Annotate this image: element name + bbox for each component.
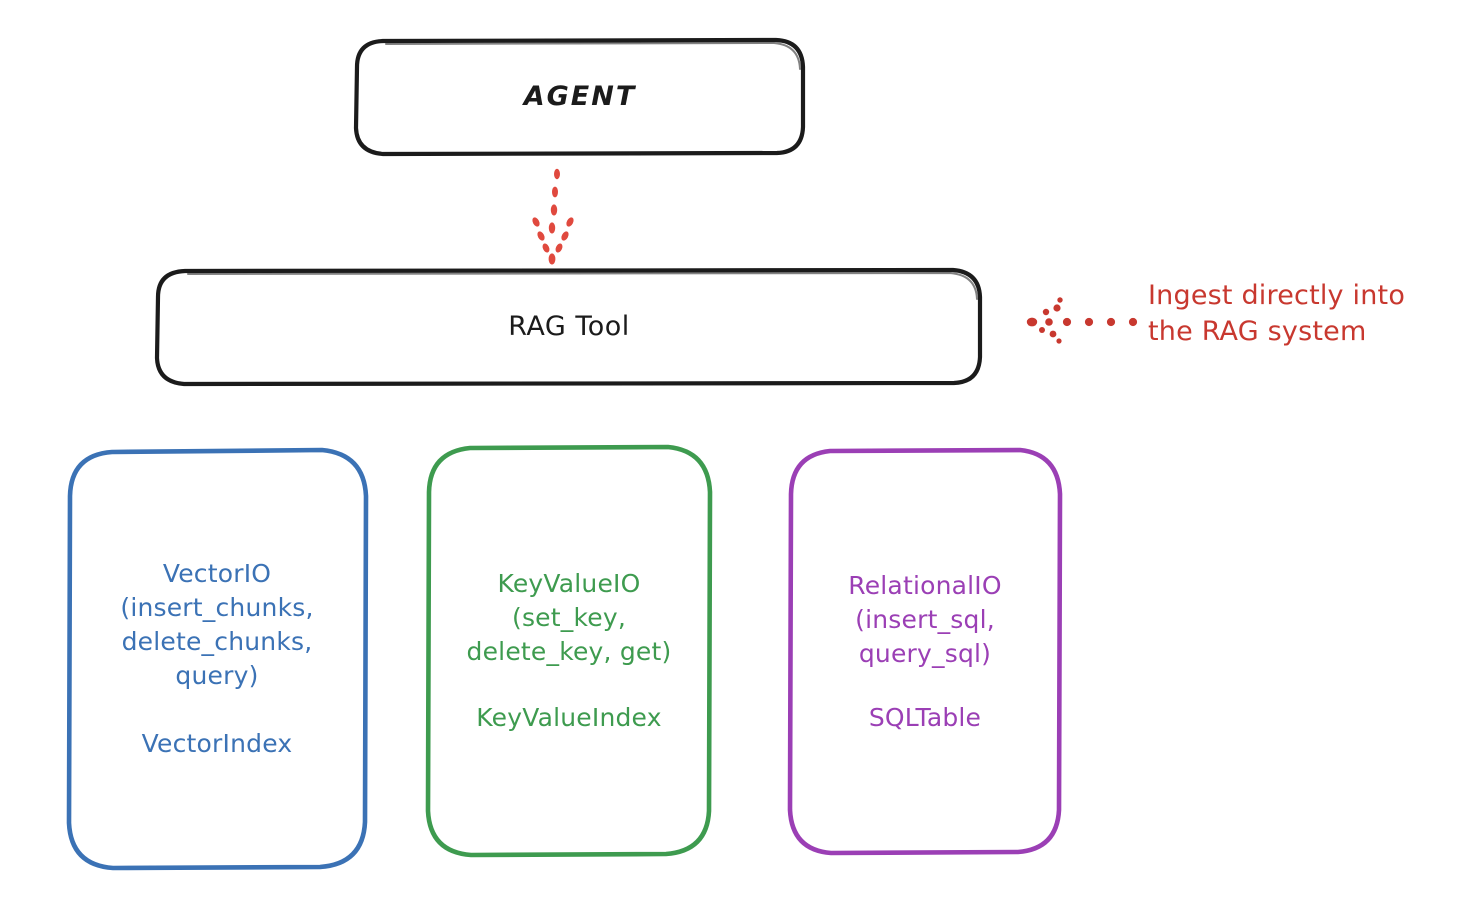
node-relational-io-index-label: SQLTable — [868, 702, 982, 732]
node-vector-io[interactable]: VectorIO (insert_chunks, delete_chunks, … — [68, 450, 366, 868]
rag-tool-box-sketch-overlay — [187, 271, 978, 300]
agent-box-sketch-overlay — [385, 41, 801, 70]
node-vector-io-index-label: VectorIndex — [141, 729, 293, 758]
node-relational-io[interactable]: RelationalIO (insert_sql, query_sql) SQL… — [790, 450, 1060, 853]
node-key-value-io-index-label: KeyValueIndex — [476, 703, 662, 732]
node-rag-tool[interactable]: RAG Tool — [157, 270, 981, 384]
node-key-value-io-api-label: KeyValueIO (set_key, delete_key, get) — [466, 569, 672, 666]
node-agent-label: AGENT — [523, 81, 637, 113]
node-key-value-io[interactable]: KeyValueIO (set_key, delete_key, get) Ke… — [428, 447, 710, 855]
annotation-ingest-note: Ingest directly into the RAG system — [1148, 280, 1406, 347]
key-value-io-box-outline — [425, 444, 713, 858]
relational-io-box-outline — [787, 447, 1063, 856]
connector-ingest-note-to-rag-tool — [1026, 297, 1138, 344]
node-agent[interactable]: AGENT — [356, 40, 804, 154]
connector-agent-to-rag-tool — [532, 168, 574, 265]
node-rag-tool-label: RAG Tool — [508, 311, 630, 343]
agent-box-outline — [353, 37, 806, 157]
node-relational-io-api-label: RelationalIO (insert_sql, query_sql) — [848, 570, 1002, 668]
node-vector-io-api-label: VectorIO (insert_chunks, delete_chunks, … — [120, 559, 314, 690]
rag-tool-box-outline — [154, 267, 983, 387]
vector-io-box-outline — [66, 447, 369, 871]
